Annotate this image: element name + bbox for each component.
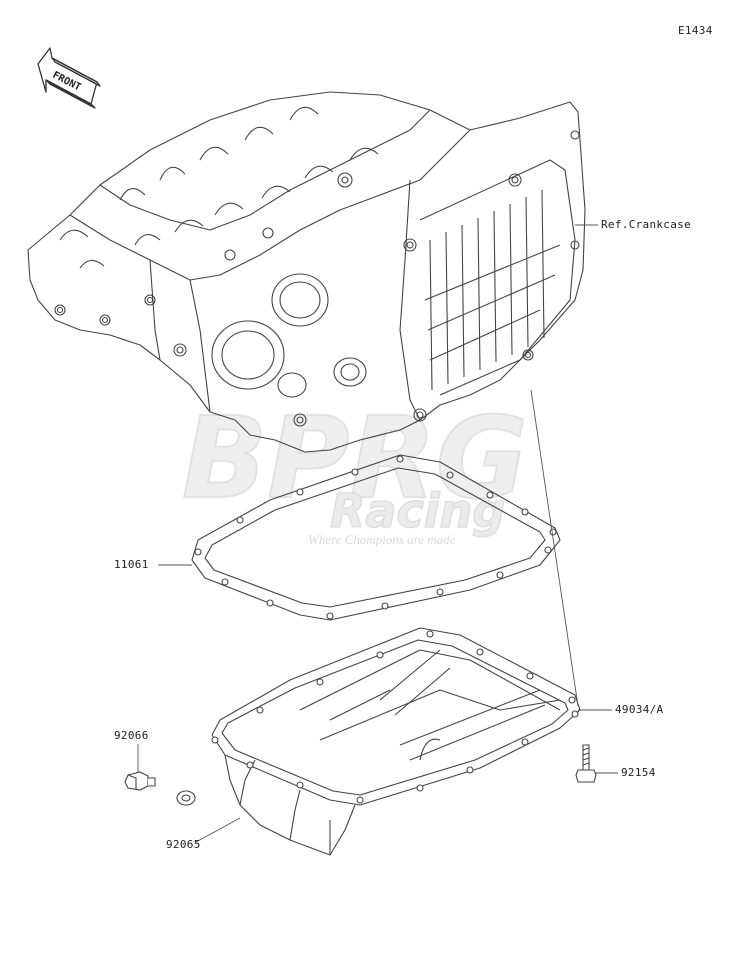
- watermark-tagline: Where Champions are made: [308, 532, 456, 547]
- label-gasket-11061: 11061: [114, 558, 149, 571]
- drain-plug: [124, 771, 156, 791]
- diagram-code: E1434: [678, 24, 713, 37]
- leader-washer: [195, 817, 241, 843]
- label-oil-pan-49034a: 49034/A: [615, 703, 664, 716]
- crankcase-drawing: [27, 91, 586, 453]
- oil-pan: [211, 627, 581, 856]
- watermark-brand: Racing: [330, 484, 505, 538]
- label-drain-plug-92066: 92066: [114, 729, 149, 742]
- leader-lines: [137, 224, 618, 843]
- label-bolt-92154: 92154: [621, 766, 656, 779]
- bolt: [575, 744, 597, 783]
- watermark: BPRG Racing Where Champions are made: [181, 393, 529, 547]
- label-crankcase-ref: Ref.Crankcase: [601, 218, 691, 231]
- label-washer-92065: 92065: [166, 838, 201, 851]
- leader-oil-pan-top: [530, 389, 579, 707]
- front-arrow-icon: FRONT: [37, 47, 101, 109]
- washer: [176, 790, 196, 806]
- oil-pan-gasket: [191, 454, 561, 621]
- watermark-logo: BPRG: [182, 394, 528, 524]
